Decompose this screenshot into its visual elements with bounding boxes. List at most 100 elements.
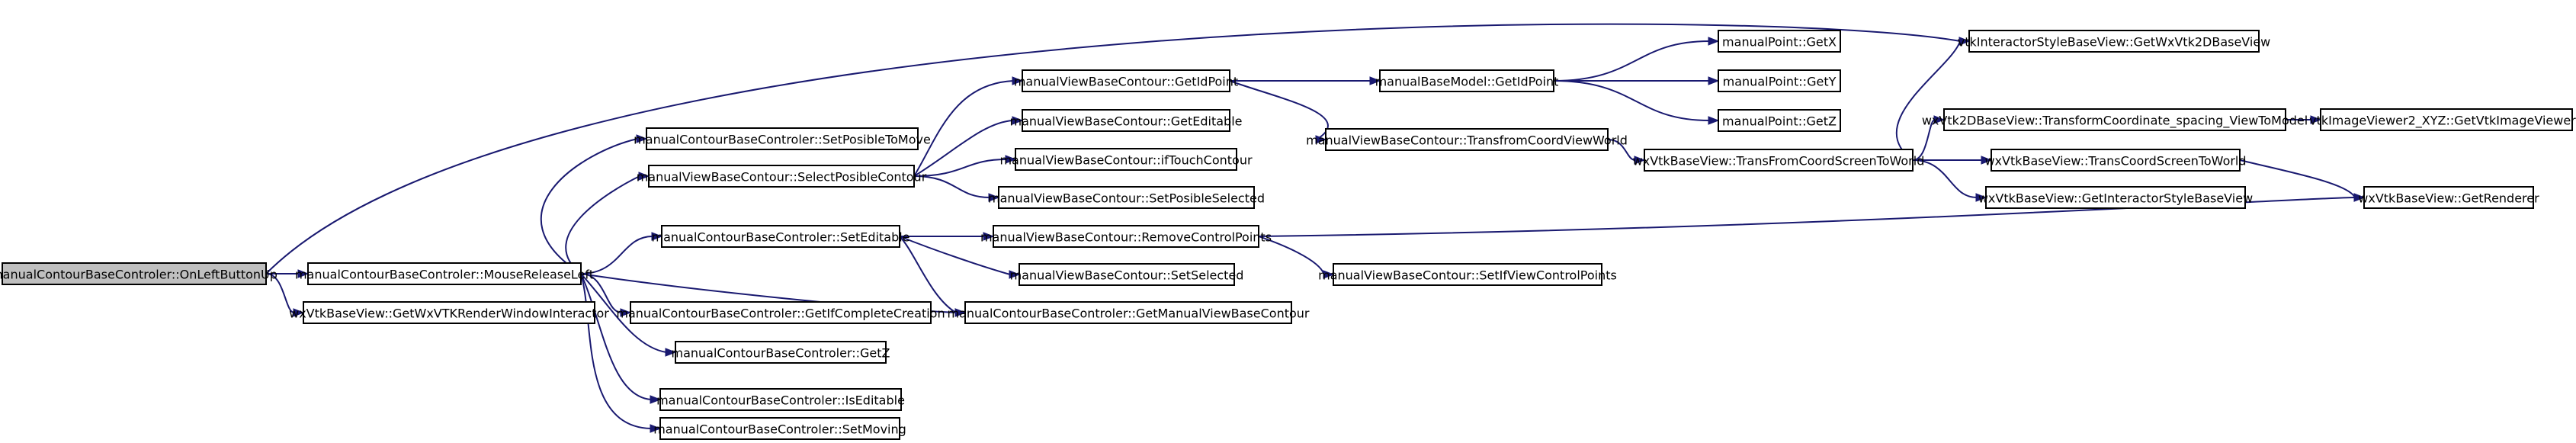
graph-node[interactable]: manualViewBaseContour::SetSelected — [1010, 263, 1244, 286]
edge-arrowhead — [2353, 193, 2366, 202]
node-label: manualViewBaseContour::TransfromCoordVie… — [1306, 133, 1628, 148]
graph-node[interactable]: manualContourBaseControler::SetPosibleTo… — [634, 127, 931, 150]
call-edge — [899, 236, 1011, 275]
call-edge — [913, 120, 1014, 177]
node-box — [1644, 149, 1914, 172]
node-box — [1022, 109, 1230, 132]
graph-node[interactable]: manualContourBaseControler::GetManualVie… — [948, 301, 1310, 324]
edge-arrowhead — [638, 172, 650, 181]
node-label: manualViewBaseContour::GetIdPoint — [1014, 75, 1238, 89]
node-label: manualContourBaseControler::GetIfComplet… — [616, 307, 945, 321]
node-label: manualPoint::GetX — [1722, 35, 1837, 50]
graph-node[interactable]: manualViewBaseContour::SetPosibleSelecte… — [988, 186, 1265, 209]
graph-node[interactable]: manualContourBaseControler::SetEditable — [651, 225, 910, 248]
edge-arrowhead — [1933, 115, 1946, 124]
edge-arrowhead — [665, 348, 677, 357]
graph-node[interactable]: manualViewBaseContour::TransfromCoordVie… — [1306, 128, 1628, 151]
node-box — [1333, 263, 1602, 286]
graph-node[interactable]: manualBaseModel::GetIdPoint — [1375, 69, 1559, 92]
edge-arrowhead — [1975, 193, 1987, 202]
node-box — [659, 417, 900, 440]
graph-node[interactable]: wxVtkBaseView::TransCoordScreenToWorld — [1984, 149, 2247, 172]
graph-node[interactable]: manualContourBaseControler::MouseRelease… — [295, 262, 594, 285]
graph-node[interactable]: manualPoint::GetY — [1718, 69, 1841, 92]
node-label: manualViewBaseContour::SetSelected — [1010, 268, 1244, 283]
edge-arrowhead — [1005, 155, 1017, 164]
graph-node[interactable]: manualViewBaseContour::ifTouchContour — [999, 148, 1253, 171]
node-box — [1325, 128, 1609, 151]
graph-node[interactable]: manualContourBaseControler::IsEditable — [656, 388, 905, 411]
node-label: manualContourBaseControler::MouseRelease… — [295, 268, 594, 282]
node-box — [1985, 186, 2246, 209]
edge-arrowhead — [651, 232, 663, 241]
edge-arrowhead — [1012, 76, 1024, 85]
graph-node[interactable]: wxVtkBaseView::TransFromCoordScreenToWor… — [1633, 149, 1925, 172]
call-edge — [1607, 139, 1636, 161]
call-edge — [1229, 80, 1329, 140]
node-label: wxVtk2DBaseView::TransformCoordinate_spa… — [1922, 114, 2308, 129]
edge-arrowhead — [650, 424, 662, 433]
call-graph-nodes: manualContourBaseControler::OnLeftButton… — [0, 30, 2576, 440]
edge-arrowhead — [1958, 37, 1971, 46]
graph-node[interactable]: manualContourBaseControler::OnLeftButton… — [0, 262, 277, 285]
node-label: wxVtkBaseView::GetWxVTKRenderWindowInter… — [289, 307, 609, 321]
node-box — [1718, 69, 1841, 92]
edge-arrowhead — [954, 308, 967, 317]
edge-arrowhead — [293, 308, 305, 317]
edge-arrowhead — [1323, 270, 1335, 279]
node-box — [2363, 186, 2534, 209]
graph-node[interactable]: manualViewBaseContour::SetIfViewControlP… — [1318, 263, 1617, 286]
edge-arrowhead — [983, 232, 995, 241]
node-label: manualViewBaseContour::RemoveControlPoin… — [980, 230, 1272, 245]
graph-node[interactable]: manualViewBaseContour::SelectPosibleCont… — [637, 165, 927, 188]
graph-node[interactable]: manualViewBaseContour::RemoveControlPoin… — [980, 225, 1272, 248]
node-box — [964, 301, 1292, 324]
node-box — [1718, 109, 1841, 132]
edge-arrowhead — [1981, 156, 1993, 165]
edge-arrowhead — [1708, 76, 1720, 85]
edge-arrowhead — [1009, 270, 1021, 279]
graph-node[interactable]: manualViewBaseContour::GetIdPoint — [1014, 69, 1238, 92]
node-box — [648, 165, 915, 188]
graph-node[interactable]: vtkInteractorStyleBaseView::GetWxVtk2DBa… — [1958, 30, 2271, 53]
call-graph-edges — [265, 23, 2366, 433]
edge-arrowhead — [988, 193, 1000, 202]
graph-node[interactable]: manualViewBaseContour::GetEditable — [1010, 109, 1243, 132]
node-label: manualViewBaseContour::SetIfViewControlP… — [1318, 268, 1617, 283]
call-edge — [580, 273, 652, 429]
call-edge — [1553, 40, 1710, 82]
graph-node[interactable]: wxVtkBaseView::GetInteractorStyleBaseVie… — [1978, 186, 2253, 209]
call-edge — [540, 138, 638, 274]
node-box — [630, 301, 932, 324]
node-box — [1718, 30, 1841, 53]
graph-node[interactable]: wxVtkBaseView::GetRenderer — [2358, 186, 2539, 209]
edge-arrowhead — [2310, 115, 2322, 124]
root-node-box — [2, 262, 267, 285]
node-box — [659, 388, 902, 411]
graph-node[interactable]: manualContourBaseControler::GetZ — [672, 341, 890, 364]
edge-arrowhead — [620, 308, 632, 317]
edge-arrowhead — [1708, 116, 1720, 125]
graph-node[interactable]: manualPoint::GetZ — [1718, 109, 1841, 132]
graph-node[interactable]: wxVtkBaseView::GetWxVTKRenderWindowInter… — [289, 301, 609, 324]
node-label: manualContourBaseControler::SetPosibleTo… — [634, 133, 931, 147]
call-edge — [1895, 40, 1961, 161]
node-box — [1015, 148, 1237, 171]
call-edge — [1912, 119, 1936, 161]
node-label: manualContourBaseControler::GetZ — [672, 346, 890, 361]
call-edge — [899, 236, 957, 313]
graph-node[interactable]: manualPoint::GetX — [1718, 30, 1841, 53]
edge-arrowhead — [1708, 37, 1720, 46]
edge-arrowhead — [1012, 116, 1024, 125]
node-label: manualBaseModel::GetIdPoint — [1375, 75, 1559, 89]
graph-node[interactable]: wxVtk2DBaseView::TransformCoordinate_spa… — [1922, 108, 2308, 131]
graph-node[interactable]: manualContourBaseControler::SetMoving — [653, 417, 906, 440]
node-box — [1022, 69, 1230, 92]
call-edge — [1258, 236, 1325, 275]
graph-node[interactable]: vtkImageViewer2_XYZ::GetVtkImageViewer2 — [2309, 108, 2576, 131]
graph-node[interactable]: manualContourBaseControler::GetIfComplet… — [616, 301, 945, 324]
node-label: manualContourBaseControler::SetEditable — [651, 230, 909, 245]
node-label: manualContourBaseControler::IsEditable — [656, 393, 905, 408]
node-label: vtkImageViewer2_XYZ::GetVtkImageViewer2 — [2309, 114, 2576, 129]
